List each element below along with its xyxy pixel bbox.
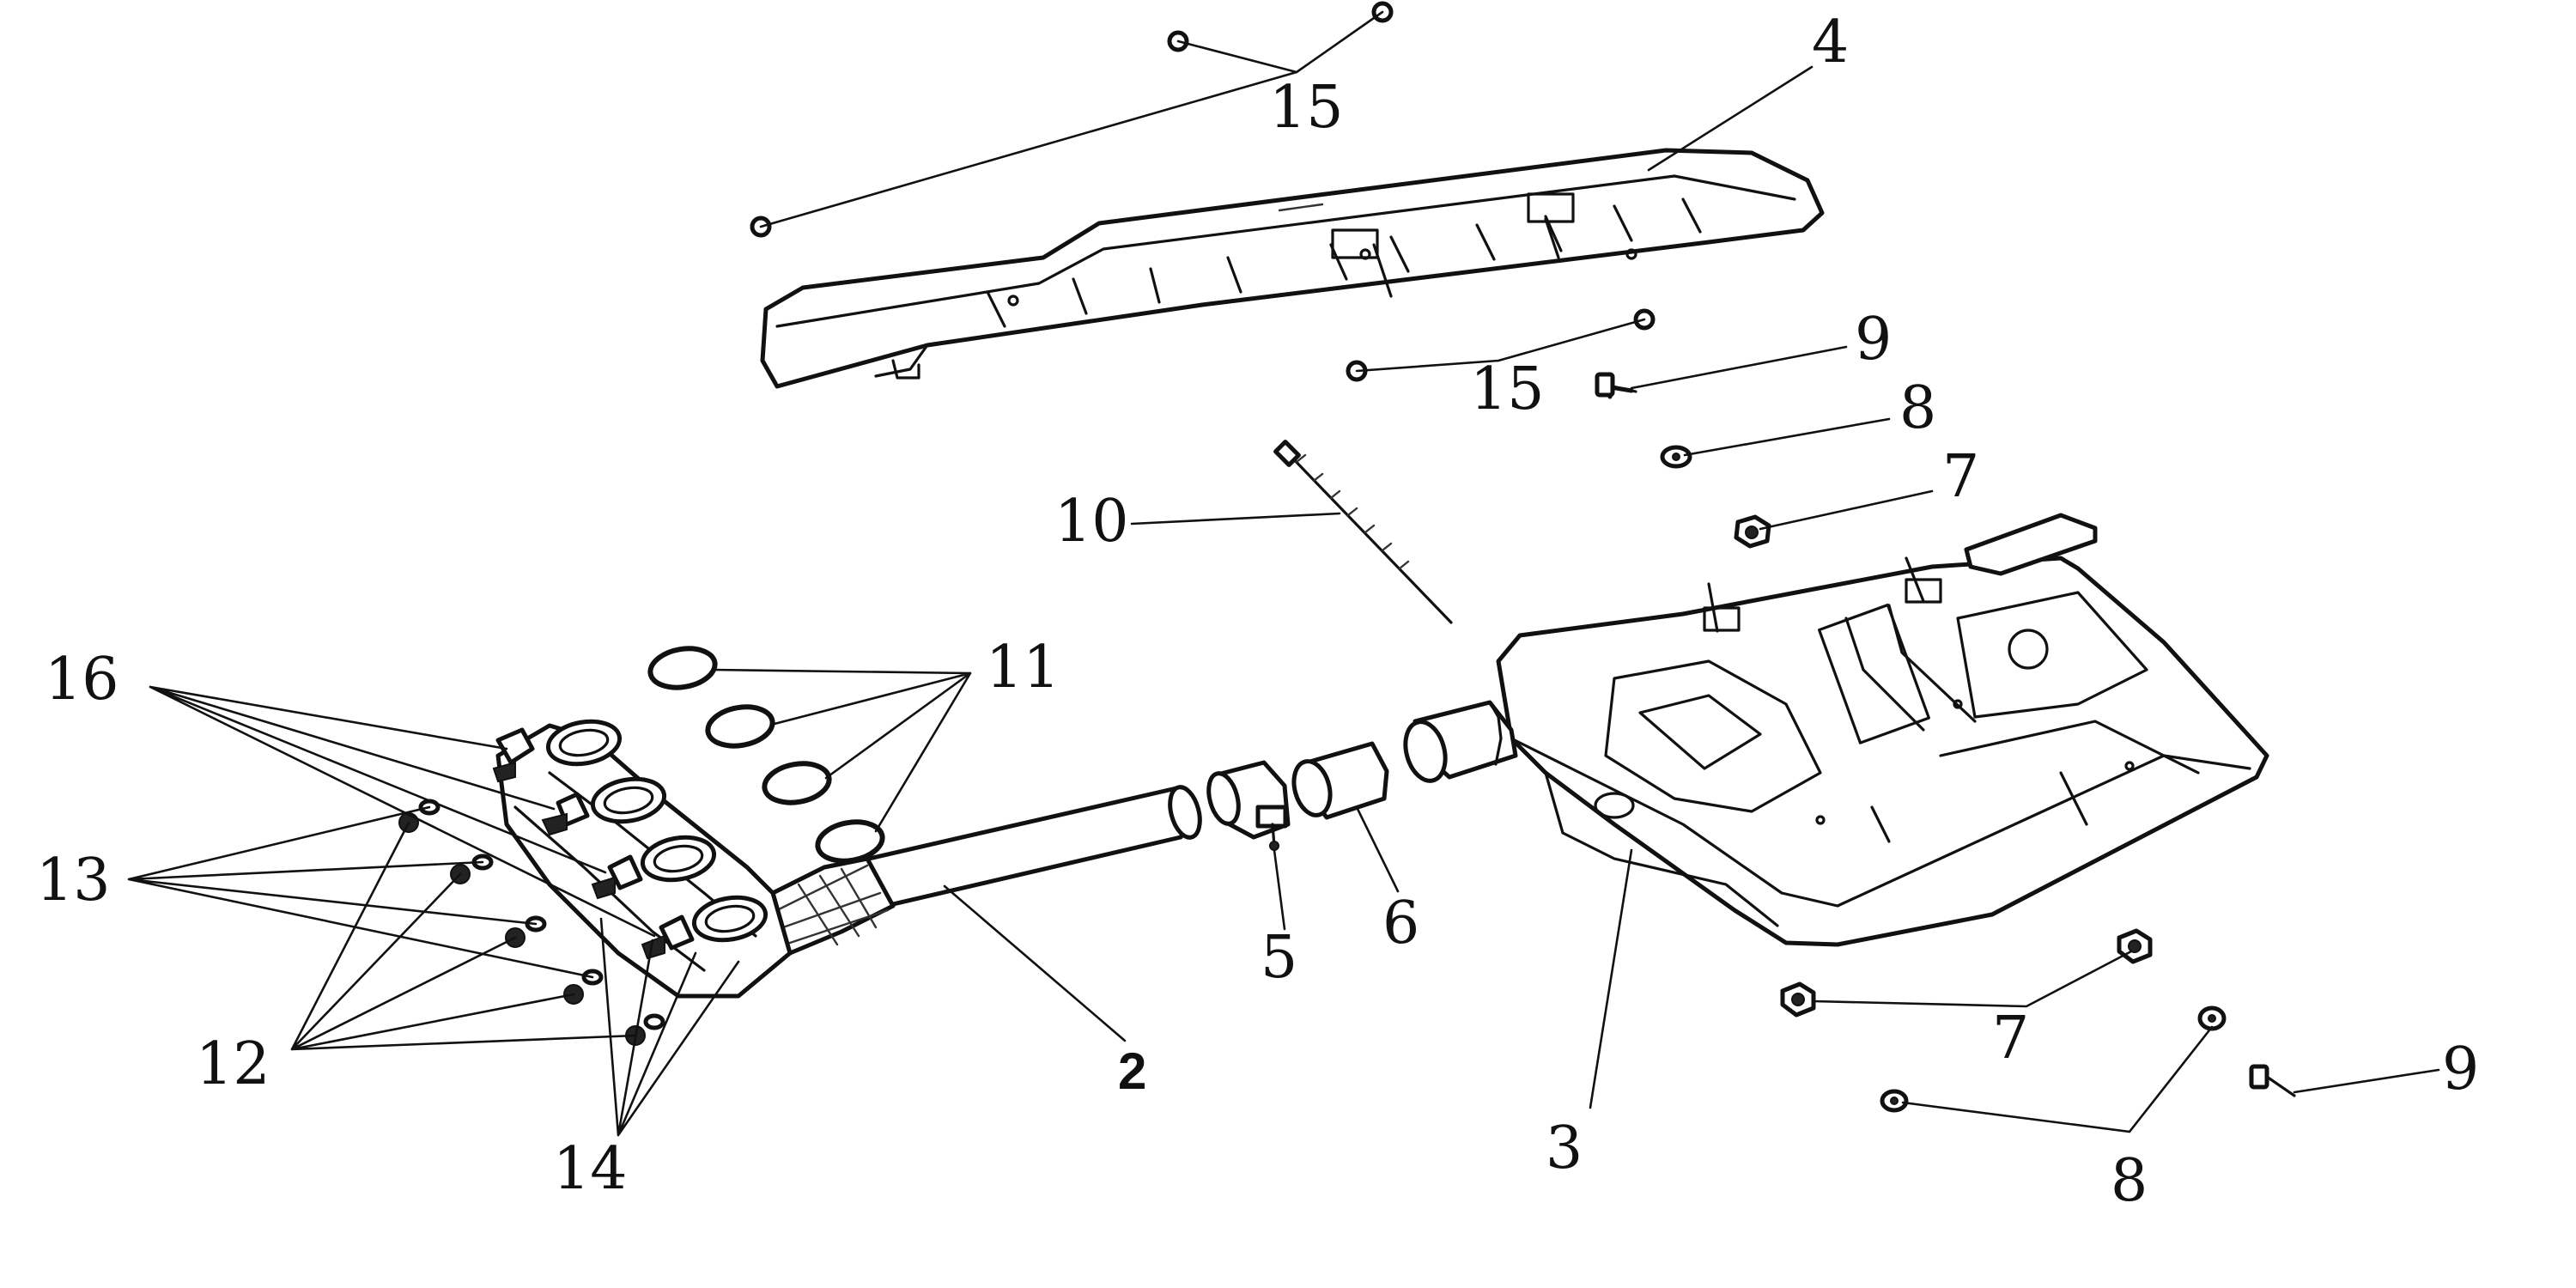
callout-5: 5 [1261, 924, 1297, 992]
callout-8-lower: 8 [2111, 1147, 2148, 1215]
callout-7-upper: 7 [1942, 443, 1979, 511]
callout-6: 6 [1382, 890, 1419, 957]
callout-3: 3 [1546, 1115, 1583, 1182]
part-3-muffler [1496, 513, 2269, 947]
callout-9-upper: 9 [1855, 306, 1892, 374]
part-2-header-pipe [770, 785, 1202, 956]
part-9-bolt-lower [2249, 1064, 2296, 1097]
part-7-nut-upper [1734, 514, 1771, 549]
callout-14: 14 [553, 1135, 628, 1203]
part-13-washers [418, 799, 665, 1030]
callout-labels: 15 4 15 9 8 7 10 11 16 13 12 14 2 5 6 3 … [36, 9, 2479, 1215]
callout-15-upper: 15 [1269, 74, 1344, 142]
callout-15-lower: 15 [1470, 355, 1545, 423]
part-8-washer-upper [1660, 445, 1692, 469]
part-10-long-bolt [1273, 440, 1453, 624]
part-7-nut-lower-left [1780, 981, 1816, 1018]
part-11-gaskets [647, 646, 885, 864]
callout-7-lower: 7 [1992, 1005, 2029, 1072]
part-8-washer-lower-left [1880, 1089, 1909, 1113]
callout-11: 11 [986, 634, 1060, 702]
callout-9-lower: 9 [2442, 1036, 2479, 1103]
callout-8-upper: 8 [1899, 374, 1936, 442]
callout-4: 4 [1812, 9, 1849, 76]
muffler-inlet-pipe [1403, 700, 1518, 783]
callout-12: 12 [196, 1030, 270, 1098]
part-8-washer-lower-right [2197, 1005, 2227, 1031]
callout-10: 10 [1054, 488, 1129, 556]
callout-2: 2 [1118, 1042, 1146, 1100]
part-5-clamp [1206, 760, 1291, 851]
leader-lines [127, 10, 2440, 1137]
callout-16: 16 [45, 646, 119, 714]
part-4-heat-shield [760, 148, 1825, 389]
exhaust-manifold-runners [492, 719, 793, 999]
part-9-bolt-upper [1595, 372, 1637, 399]
part-6-sleeve [1291, 741, 1389, 820]
callout-13: 13 [36, 847, 111, 914]
part-7-nut-lower-right [2117, 928, 2153, 964]
